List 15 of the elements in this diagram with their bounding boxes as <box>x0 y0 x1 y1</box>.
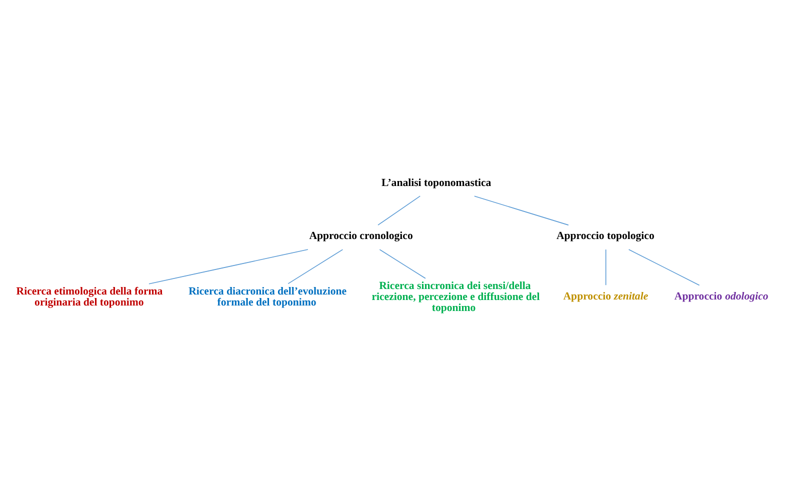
connector <box>628 249 700 286</box>
node-text: L’analisi toponomastica <box>382 176 492 189</box>
node-text: Ricerca etimologica della forma originaria del toponimo <box>16 286 163 308</box>
connector <box>148 249 308 284</box>
node-text: Approccio cronologico <box>309 230 413 242</box>
node-text: Approccio zenitale <box>563 290 648 302</box>
node-text: Approccio topologico <box>556 230 654 242</box>
connector <box>378 196 421 226</box>
node-text: Ricerca sincronica dei sensi/della ricezione, percezione e diffusione del toponimo <box>372 280 540 314</box>
connector <box>288 249 344 284</box>
connector <box>474 196 569 226</box>
connector <box>605 249 606 286</box>
node-text: Approccio odologico <box>674 290 768 302</box>
connector <box>379 249 426 279</box>
node-text: Ricerca diacronica dell’evoluzione formale del toponimo <box>188 286 347 308</box>
